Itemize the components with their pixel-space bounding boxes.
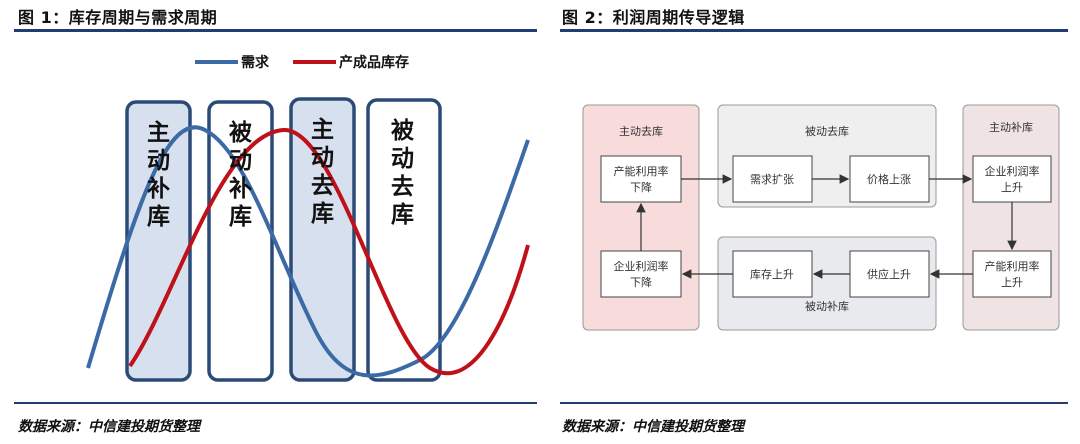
figure1-legend: 需求 产成品库存 <box>195 54 409 71</box>
svg-text:库存上升: 库存上升 <box>750 267 794 281</box>
svg-text:库: 库 <box>147 203 170 230</box>
node-demand-expand: 需求扩张 <box>732 155 813 203</box>
figure2-title: 图 2：利润周期传导逻辑 <box>562 8 745 27</box>
svg-text:库: 库 <box>391 201 414 228</box>
svg-text:主: 主 <box>147 119 170 146</box>
phase-label-active-restock: 主 动 补 库 <box>147 119 170 230</box>
svg-text:被: 被 <box>229 119 253 146</box>
figure1-source: 数据来源：中信建投期货整理 <box>18 419 200 435</box>
node-price-up: 价格上涨 <box>849 155 930 203</box>
svg-text:动: 动 <box>147 147 170 174</box>
group-active-destock-label: 主动去库 <box>619 125 663 138</box>
svg-text:需求扩张: 需求扩张 <box>750 172 794 186</box>
svg-text:补: 补 <box>147 175 170 202</box>
svg-text:动: 动 <box>391 145 414 172</box>
legend-inventory-label: 产成品库存 <box>339 54 409 71</box>
svg-text:上升: 上升 <box>1001 181 1023 194</box>
figure2-bottom-rule <box>560 402 1068 404</box>
svg-text:企业利润率: 企业利润率 <box>614 259 669 273</box>
svg-text:产能利用率: 产能利用率 <box>614 164 669 178</box>
figure2-top-rule <box>560 29 1068 32</box>
inventory-curve <box>128 127 530 376</box>
svg-text:企业利润率: 企业利润率 <box>985 164 1040 178</box>
svg-text:动: 动 <box>311 144 334 171</box>
figure1-bottom-rule <box>14 402 537 404</box>
group-passive-restock-label: 被动补库 <box>805 300 849 313</box>
svg-text:供应上升: 供应上升 <box>867 267 911 281</box>
node-profit-down: 企业利润率 下降 <box>600 250 682 298</box>
legend-demand-label: 需求 <box>241 54 270 71</box>
svg-text:去: 去 <box>391 173 414 200</box>
figure1-title: 图 1：库存周期与需求周期 <box>18 8 218 27</box>
svg-text:补: 补 <box>229 175 252 202</box>
svg-text:主: 主 <box>311 116 334 143</box>
phase-box-passive-restock <box>207 100 274 382</box>
svg-text:下降: 下降 <box>630 275 652 289</box>
node-capacity-down: 产能利用率 下降 <box>600 155 682 203</box>
svg-text:库: 库 <box>229 203 252 230</box>
group-active-restock-label: 主动补库 <box>989 121 1033 134</box>
svg-text:上升: 上升 <box>1001 276 1023 289</box>
node-supply-up: 供应上升 <box>849 250 930 298</box>
svg-text:价格上涨: 价格上涨 <box>867 172 911 186</box>
demand-curve <box>86 125 530 378</box>
figure2-diagram: 主动去库 被动去库 主动补库 被动补库 产能利用率 下降 需求扩张 价格上涨 企… <box>582 104 1060 331</box>
svg-text:库: 库 <box>311 200 334 227</box>
phase-label-active-destock: 主 动 去 库 <box>311 116 334 227</box>
node-capacity-up: 产能利用率 上升 <box>972 250 1052 298</box>
figure1-diagram: 需求 产成品库存 主 动 补 库 被 动 补 库 主 动 去 库 被 动 去 库 <box>86 54 530 382</box>
figure2-source: 数据来源：中信建投期货整理 <box>562 419 744 435</box>
figure1-top-rule <box>14 29 537 32</box>
svg-text:下降: 下降 <box>630 180 652 194</box>
phase-label-passive-destock: 被 动 去 库 <box>391 117 415 228</box>
svg-text:去: 去 <box>311 172 334 199</box>
node-inventory-up: 库存上升 <box>732 250 813 298</box>
group-passive-destock-label: 被动去库 <box>805 125 849 138</box>
svg-text:被: 被 <box>391 117 415 144</box>
node-profit-up: 企业利润率 上升 <box>972 155 1052 203</box>
phase-box-passive-destock <box>366 98 442 382</box>
svg-text:产能利用率: 产能利用率 <box>985 259 1040 273</box>
phase-label-passive-restock: 被 动 补 库 <box>229 119 253 230</box>
svg-text:动: 动 <box>229 147 252 174</box>
